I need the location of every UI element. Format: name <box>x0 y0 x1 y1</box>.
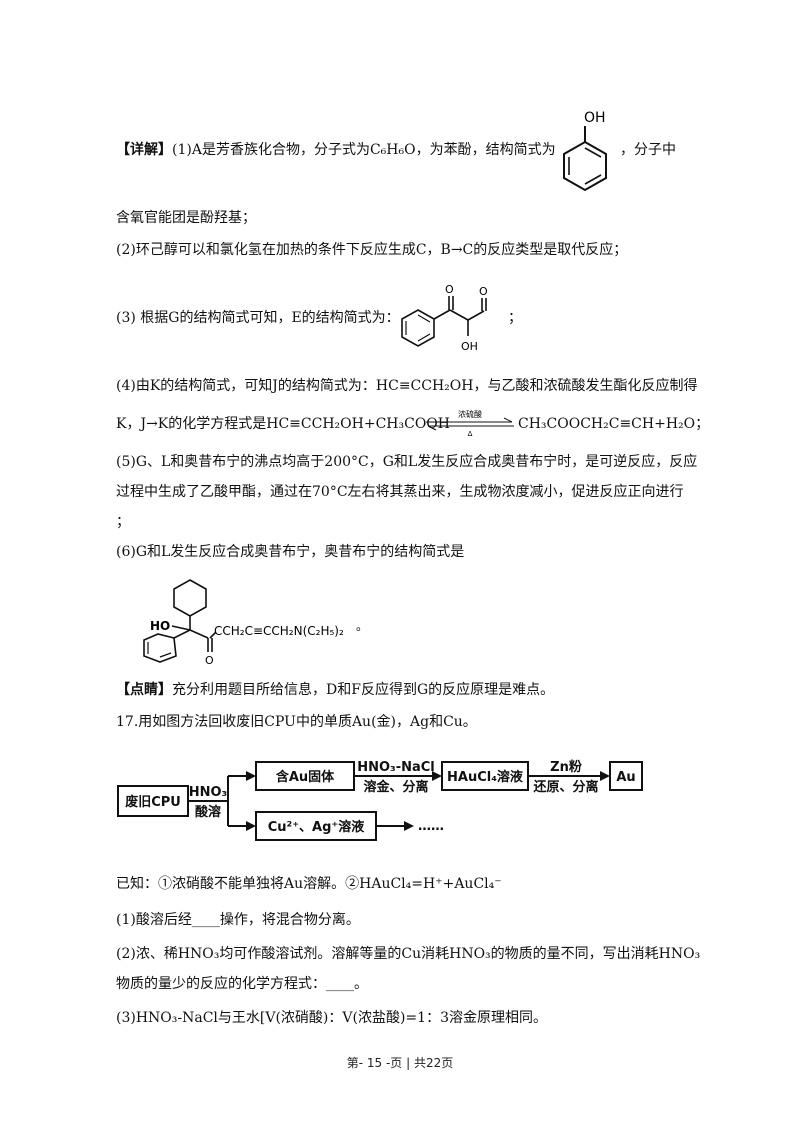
detail-p1: 【详解】(1)A是芳香族化合物，分子式为C₆H₆O，为苯酚，结构简式为 <box>116 140 556 160</box>
oxy-end: 。 <box>356 619 368 633</box>
oxy-o-label: O <box>205 654 214 666</box>
q17-stem: 17.用如图方法回收废旧CPU中的单质Au(金)，Ag和Cu。 <box>116 712 477 732</box>
detail-p6: (6)G和L发生反应合成奥昔布宁，奥昔布宁的结构简式是 <box>116 544 465 560</box>
recovery-flowchart: 废旧CPU HNO₃ 酸溶 含Au固体 HNO₃-NaCl 溶金、分离 HAuC… <box>117 759 643 841</box>
flow-box-haucl4 <box>441 761 529 791</box>
q17-sub3: (3)HNO₃-NaCl与王水[V(浓硝酸)：V(浓盐酸)=1：3溶金原理相同。 <box>116 1010 547 1026</box>
detail-label: 【详解】 <box>116 142 172 158</box>
flow-box-au <box>609 761 643 791</box>
detail-p3-text: (3) 根据G的结构简式可知，E的结构简式为： <box>116 310 400 326</box>
compound-e-o-label: O <box>445 283 454 296</box>
q17-number: 17. <box>116 714 139 730</box>
flow-box-solid <box>255 761 355 791</box>
flow-box-start <box>117 785 189 817</box>
catalyst-label: 浓硫酸 <box>458 409 482 419</box>
flow-box-solution <box>255 811 377 841</box>
detail-p1-line2: 含氧官能团是酚羟基； <box>116 210 256 226</box>
flow-ellipsis: …… <box>418 819 444 834</box>
page-footer: 第- 15 -页 | 共22页 <box>346 1056 454 1070</box>
q17-stem-text: 用如图方法回收废旧CPU中的单质Au(金)，Ag和Cu。 <box>138 714 477 730</box>
flow-step3-bottom: 还原、分离 <box>532 779 598 795</box>
detail-p5-line3: ； <box>116 514 130 530</box>
detail-p4-line2-right: CH₃COOCH₂C≡CH+H₂O； <box>518 416 710 432</box>
flow-step3-top: Zn粉 <box>550 759 582 775</box>
q17-sub2-line2: 物质的量少的反应的化学方程式：____。 <box>116 976 368 992</box>
flow-au-label: Au <box>616 770 635 785</box>
q17-known: 已知：①浓硝酸不能单独将Au溶解。②HAuCl₄=H⁺+AuCl₄⁻ <box>116 876 502 892</box>
oxybutynin-structure: HO O CCH₂C≡CCH₂N(C₂H₅)₂ 。 <box>143 579 368 666</box>
detail-p4-line1: (4)由K的结构简式，可知J的结构简式为：HC≡CCH₂OH，与乙酸和浓硫酸发生… <box>116 378 698 394</box>
flow-solution-label: Cu²⁺、Ag⁺溶液 <box>268 819 365 835</box>
detail-p3-tail: ； <box>508 310 522 326</box>
compound-e-structure: O O OH <box>401 283 488 353</box>
phenol-oh-label: OH <box>584 110 606 126</box>
comment-text: 充分利用题目所给信息，D和F反应得到G的反应原理是难点。 <box>172 682 555 698</box>
flow-step1-top: HNO₃ <box>189 785 228 800</box>
flow-solid-label: 含Au固体 <box>275 769 335 785</box>
reversible-arrow: 浓硫酸 Δ <box>426 409 514 438</box>
oxy-chain-label: CCH₂C≡CCH₂N(C₂H₅)₂ <box>214 624 344 638</box>
flow-haucl4-label: HAuCl₄溶液 <box>447 769 523 785</box>
detail-p5-line2: 过程中生成了乙酸甲酯，通过在70°C左右将其蒸出来，生成物浓度减小，促进反应正向… <box>116 484 684 500</box>
oxy-ho-label: HO <box>150 619 170 633</box>
flow-step1-bottom: 酸溶 <box>195 804 221 820</box>
flow-step2-bottom: 溶金、分离 <box>363 779 428 795</box>
detail-p2: (2)环己醇可以和氯化氢在加热的条件下反应生成C，B→C的反应类型是取代反应； <box>116 242 628 258</box>
detail-p1-text: (1)A是芳香族化合物，分子式为C₆H₆O，为苯酚，结构简式为 <box>172 142 556 158</box>
heat-label: Δ <box>468 430 473 438</box>
q17-sub2-line1: (2)浓、稀HNO₃均可作酸溶试剂。溶解等量的Cu消耗HNO₃的物质的量不同，写… <box>116 946 701 962</box>
compound-e-oh-label: OH <box>461 340 478 353</box>
q17-sub1: (1)酸溶后经____操作，将混合物分离。 <box>116 912 360 928</box>
flow-step2-top: HNO₃-NaCl <box>357 760 435 775</box>
svg-text:O: O <box>479 285 488 298</box>
detail-p5-line1: (5)G、L和奥昔布宁的沸点均高于200°C，G和L发生反应合成奥昔布宁时，是可… <box>116 454 698 470</box>
comment-label: 【点睛】 <box>116 682 172 698</box>
detail-p1-tail: ，分子中 <box>620 142 676 158</box>
phenol-structure: OH <box>563 110 607 192</box>
comment: 【点睛】充分利用题目所给信息，D和F反应得到G的反应原理是难点。 <box>116 680 554 700</box>
detail-p4-line2-left: K，J→K的化学方程式是HC≡CCH₂OH+CH₃COOH <box>116 416 450 432</box>
flow-start-label: 废旧CPU <box>125 794 181 810</box>
